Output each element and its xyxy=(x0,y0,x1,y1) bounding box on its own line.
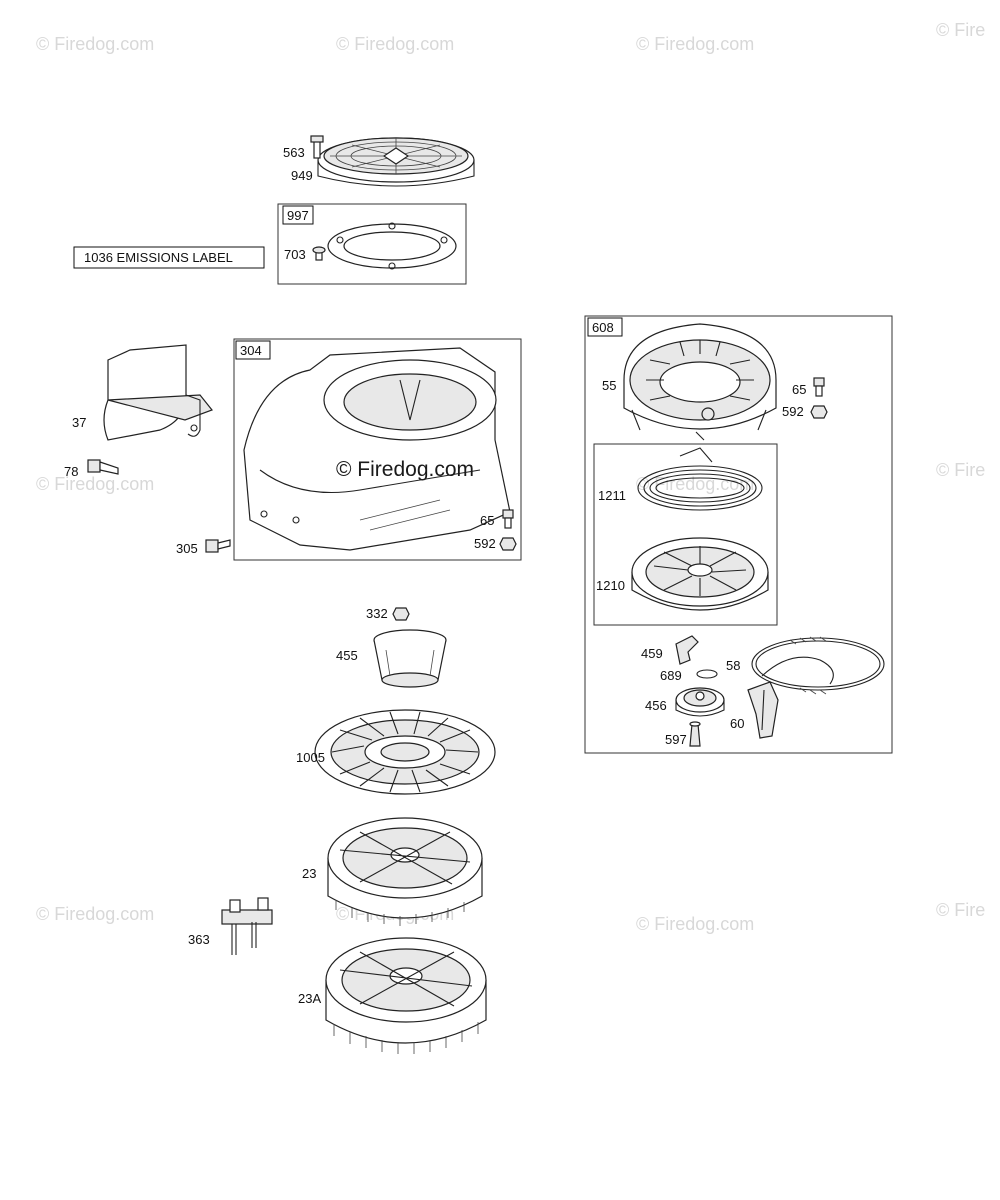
bolt-65b xyxy=(813,377,825,397)
group-label-608: 608 xyxy=(592,320,614,335)
screw-78 xyxy=(87,459,119,475)
watermark-text: © Firedog.com xyxy=(636,34,754,54)
bolt-563 xyxy=(310,135,324,159)
flywheel-23A xyxy=(325,937,487,1054)
callout-563: 563 xyxy=(283,145,305,160)
callout-456: 456 xyxy=(645,698,667,713)
gasket-997 xyxy=(327,222,457,270)
group-tag-608 xyxy=(587,317,623,337)
center-watermark: © Firedog.com xyxy=(336,458,474,481)
retainer-689 xyxy=(696,669,718,679)
callout-23A: 23A xyxy=(298,991,321,1006)
screw-703 xyxy=(312,246,326,261)
callout-65-starter: 65 xyxy=(792,382,806,397)
pawl-459 xyxy=(675,635,699,665)
spring-1211 xyxy=(637,447,763,511)
starter-housing-55 xyxy=(623,323,777,441)
emissions-label-box xyxy=(73,246,265,269)
watermark-layer: © Firedog.com © Firedog.com © Firedog.co… xyxy=(36,20,985,934)
group-box-304 xyxy=(233,338,522,561)
watermark-text: © Firedog.com xyxy=(36,904,154,924)
emissions-label-text: 1036 EMISSIONS LABEL xyxy=(84,250,233,265)
starter-cup-455 xyxy=(373,629,447,688)
callout-597: 597 xyxy=(665,732,687,747)
screw-597 xyxy=(689,721,701,747)
callout-592-housing: 592 xyxy=(474,536,496,551)
armature-363 xyxy=(221,897,273,955)
inner-box-spring-pulley xyxy=(593,443,778,626)
watermark-text: © Fire xyxy=(936,460,985,480)
callout-949: 949 xyxy=(291,168,313,183)
group-box-608 xyxy=(584,315,893,754)
callout-55: 55 xyxy=(602,378,616,393)
group-label-997: 997 xyxy=(287,208,309,223)
callout-459: 459 xyxy=(641,646,663,661)
screen-949 xyxy=(317,137,475,187)
handle-60 xyxy=(747,681,779,739)
watermark-text: © Firedog.com xyxy=(636,474,754,494)
callout-703: 703 xyxy=(284,247,306,262)
watermark-text: © Firedog.com xyxy=(36,34,154,54)
callout-305: 305 xyxy=(176,541,198,556)
nut-332 xyxy=(392,607,410,621)
air-guide-37 xyxy=(103,344,213,441)
callout-60: 60 xyxy=(730,716,744,731)
watermark-text: © Fire xyxy=(936,20,985,40)
callout-58: 58 xyxy=(726,658,740,673)
retainer-456 xyxy=(675,687,725,717)
callout-592-starter: 592 xyxy=(782,404,804,419)
flywheel-23 xyxy=(327,817,483,926)
nut-592a xyxy=(499,537,517,551)
callout-363: 363 xyxy=(188,932,210,947)
group-label-304: 304 xyxy=(240,343,262,358)
watermark-text: © Firedog.com xyxy=(36,474,154,494)
watermark-text: © Fire xyxy=(936,900,985,920)
fan-1005 xyxy=(314,709,496,795)
callout-455: 455 xyxy=(336,648,358,663)
callout-1005: 1005 xyxy=(296,750,325,765)
watermark-text: © Firedog.com xyxy=(636,914,754,934)
bolt-65a xyxy=(502,509,514,529)
nut-592b xyxy=(810,405,828,419)
callout-37: 37 xyxy=(72,415,86,430)
blower-housing-304 xyxy=(243,347,511,551)
callout-1211: 1211 xyxy=(598,488,626,503)
rope-58 xyxy=(751,636,885,695)
callout-23: 23 xyxy=(302,866,316,881)
callout-65-housing: 65 xyxy=(480,513,494,528)
callout-1210: 1210 xyxy=(596,578,625,593)
callout-332: 332 xyxy=(366,606,388,621)
group-tag-997 xyxy=(282,205,314,225)
watermark-text: © Firedog.com xyxy=(336,34,454,54)
group-tag-304 xyxy=(235,340,271,360)
callout-78: 78 xyxy=(64,464,78,479)
callout-689: 689 xyxy=(660,668,682,683)
screw-305 xyxy=(205,539,231,553)
pulley-1210 xyxy=(631,537,769,611)
group-box-997 xyxy=(277,203,467,285)
